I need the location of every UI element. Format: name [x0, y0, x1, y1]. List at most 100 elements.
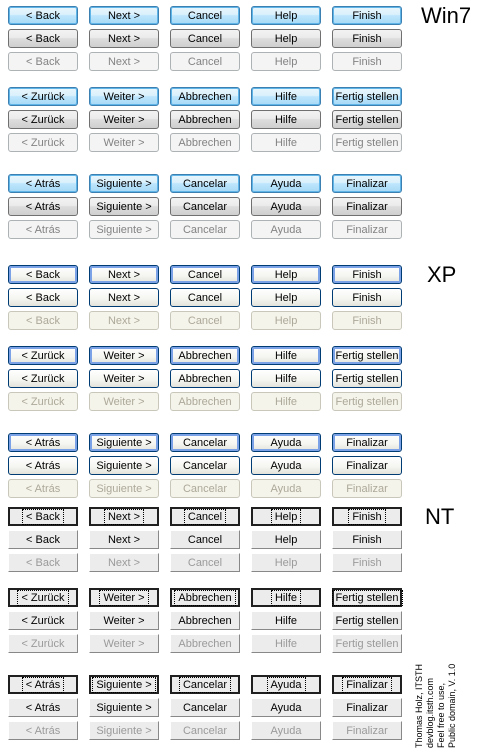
- xp-en-cancel-button-normal[interactable]: Cancel: [170, 288, 240, 307]
- nt-es-next-button-focused[interactable]: Siguiente >: [89, 675, 159, 694]
- win7-es-help-button-focused[interactable]: Ayuda: [251, 174, 321, 193]
- nt-es-back-button-focused[interactable]: < Atrás: [8, 675, 78, 694]
- button-label: Fertig stellen: [335, 349, 399, 362]
- nt-de-next-button-normal[interactable]: Weiter >: [89, 611, 159, 630]
- win7-de-finish-button-focused[interactable]: Fertig stellen: [332, 87, 402, 106]
- xp-de-finish-button-normal[interactable]: Fertig stellen: [332, 369, 402, 388]
- xp-de-cancel-button-normal[interactable]: Abbrechen: [170, 369, 240, 388]
- button-label: Ayuda: [270, 223, 302, 236]
- xp-de-help-button-focused[interactable]: Hilfe: [251, 346, 321, 365]
- win7-de-back-button-normal[interactable]: < Zurück: [8, 110, 78, 129]
- nt-en-help-button-focused[interactable]: Help: [251, 507, 321, 526]
- xp-en-finish-button-focused[interactable]: Finish: [332, 265, 402, 284]
- xp-es-help-button-focused[interactable]: Ayuda: [251, 433, 321, 452]
- win7-es-cancel-button-normal[interactable]: Cancelar: [170, 197, 240, 216]
- win7-en-help-button-focused[interactable]: Help: [251, 6, 321, 25]
- xp-es-cancel-button-normal[interactable]: Cancelar: [170, 456, 240, 475]
- nt-es-cancel-button-normal[interactable]: Cancelar: [170, 698, 240, 717]
- nt-de-help-button-normal[interactable]: Hilfe: [251, 611, 321, 630]
- win7-en-finish-button-normal[interactable]: Finish: [332, 29, 402, 48]
- xp-es-finish-button-disabled: Finalizar: [332, 479, 402, 498]
- nt-es-help-button-disabled: Ayuda: [251, 721, 321, 740]
- xp-de-cancel-button-focused[interactable]: Abbrechen: [170, 346, 240, 365]
- nt-de-back-button-normal[interactable]: < Zurück: [8, 611, 78, 630]
- win7-es-next-button-focused[interactable]: Siguiente >: [89, 174, 159, 193]
- win7-en-next-button-normal[interactable]: Next >: [89, 29, 159, 48]
- win7-es-cancel-button-focused[interactable]: Cancelar: [170, 174, 240, 193]
- xp-de-next-button-focused[interactable]: Weiter >: [89, 346, 159, 365]
- xp-en-cancel-button-focused[interactable]: Cancel: [170, 265, 240, 284]
- nt-de-cancel-button-normal[interactable]: Abbrechen: [170, 611, 240, 630]
- xp-es-cancel-button-focused[interactable]: Cancelar: [170, 433, 240, 452]
- xp-es-finish-button-normal[interactable]: Finalizar: [332, 456, 402, 475]
- win7-de-back-button-focused[interactable]: < Zurück: [8, 87, 78, 106]
- win7-de-help-button-normal[interactable]: Hilfe: [251, 110, 321, 129]
- xp-de-next-button-normal[interactable]: Weiter >: [89, 369, 159, 388]
- nt-de-cancel-button-focused[interactable]: Abbrechen: [170, 588, 240, 607]
- win7-es-finish-button-normal[interactable]: Finalizar: [332, 197, 402, 216]
- nt-en-finish-button-normal[interactable]: Finish: [332, 530, 402, 549]
- button-label: Finalizar: [346, 724, 388, 737]
- xp-en-help-button-normal[interactable]: Help: [251, 288, 321, 307]
- nt-en-cancel-button-normal[interactable]: Cancel: [170, 530, 240, 549]
- win7-de-next-button-normal[interactable]: Weiter >: [89, 110, 159, 129]
- win7-en-back-button-focused[interactable]: < Back: [8, 6, 78, 25]
- win7-en-back-button-normal[interactable]: < Back: [8, 29, 78, 48]
- button-label: Next >: [107, 314, 141, 327]
- win7-es-help-button-normal[interactable]: Ayuda: [251, 197, 321, 216]
- nt-es-finish-button-normal[interactable]: Finalizar: [332, 698, 402, 717]
- button-label: Fertig stellen: [335, 136, 399, 149]
- xp-de-back-button-focused[interactable]: < Zurück: [8, 346, 78, 365]
- xp-en-back-button-normal[interactable]: < Back: [8, 288, 78, 307]
- nt-de-help-button-focused[interactable]: Hilfe: [251, 588, 321, 607]
- xp-en-next-button-normal[interactable]: Next >: [89, 288, 159, 307]
- nt-es-next-button-normal[interactable]: Siguiente >: [89, 698, 159, 717]
- nt-es-help-button-focused[interactable]: Ayuda: [251, 675, 321, 694]
- nt-en-cancel-button-focused[interactable]: Cancel: [170, 507, 240, 526]
- win7-en-finish-button-focused[interactable]: Finish: [332, 6, 402, 25]
- xp-en-help-button-focused[interactable]: Help: [251, 265, 321, 284]
- nt-de-finish-button-normal[interactable]: Fertig stellen: [332, 611, 402, 630]
- win7-en-next-button-focused[interactable]: Next >: [89, 6, 159, 25]
- nt-es-cancel-button-focused[interactable]: Cancelar: [170, 675, 240, 694]
- xp-es-help-button-normal[interactable]: Ayuda: [251, 456, 321, 475]
- win7-es-finish-button-focused[interactable]: Finalizar: [332, 174, 402, 193]
- xp-es-next-button-focused[interactable]: Siguiente >: [89, 433, 159, 452]
- xp-de-help-button-normal[interactable]: Hilfe: [251, 369, 321, 388]
- win7-es-next-button-normal[interactable]: Siguiente >: [89, 197, 159, 216]
- nt-en-finish-button-focused[interactable]: Finish: [332, 507, 402, 526]
- nt-de-next-button-focused[interactable]: Weiter >: [89, 588, 159, 607]
- win7-de-next-button-focused[interactable]: Weiter >: [89, 87, 159, 106]
- nt-en-next-button-focused[interactable]: Next >: [89, 507, 159, 526]
- xp-de-back-button-normal[interactable]: < Zurück: [8, 369, 78, 388]
- xp-en-next-button-focused[interactable]: Next >: [89, 265, 159, 284]
- win7-en-help-button-normal[interactable]: Help: [251, 29, 321, 48]
- nt-es-finish-button-focused[interactable]: Finalizar: [332, 675, 402, 694]
- xp-es-back-button-focused[interactable]: < Atrás: [8, 433, 78, 452]
- xp-es-next-button-normal[interactable]: Siguiente >: [89, 456, 159, 475]
- win7-de-cancel-button-focused[interactable]: Abbrechen: [170, 87, 240, 106]
- button-label: Fertig stellen: [335, 614, 399, 627]
- xp-de-finish-button-focused[interactable]: Fertig stellen: [332, 346, 402, 365]
- win7-es-back-button-focused[interactable]: < Atrás: [8, 174, 78, 193]
- nt-en-help-button-normal[interactable]: Help: [251, 530, 321, 549]
- nt-en-back-button-normal[interactable]: < Back: [8, 530, 78, 549]
- xp-es-back-button-normal[interactable]: < Atrás: [8, 456, 78, 475]
- nt-es-help-button-normal[interactable]: Ayuda: [251, 698, 321, 717]
- win7-en-cancel-button-focused[interactable]: Cancel: [170, 6, 240, 25]
- nt-de-back-button-focused[interactable]: < Zurück: [8, 588, 78, 607]
- win7-de-finish-button-normal[interactable]: Fertig stellen: [332, 110, 402, 129]
- win7-de-help-button-focused[interactable]: Hilfe: [251, 87, 321, 106]
- nt-es-back-button-normal[interactable]: < Atrás: [8, 698, 78, 717]
- xp-en-finish-button-normal[interactable]: Finish: [332, 288, 402, 307]
- nt-en-next-button-normal[interactable]: Next >: [89, 530, 159, 549]
- win7-es-back-button-normal[interactable]: < Atrás: [8, 197, 78, 216]
- nt-de-finish-button-focused[interactable]: Fertig stellen: [331, 588, 403, 607]
- nt-en-back-button-focused[interactable]: < Back: [8, 507, 78, 526]
- win7-en-cancel-button-normal[interactable]: Cancel: [170, 29, 240, 48]
- win7-de-cancel-button-normal[interactable]: Abbrechen: [170, 110, 240, 129]
- button-label: Next >: [107, 291, 141, 304]
- nt-de-cancel-button-disabled: Abbrechen: [170, 634, 240, 653]
- xp-en-back-button-focused[interactable]: < Back: [8, 265, 78, 284]
- xp-es-finish-button-focused[interactable]: Finalizar: [332, 433, 402, 452]
